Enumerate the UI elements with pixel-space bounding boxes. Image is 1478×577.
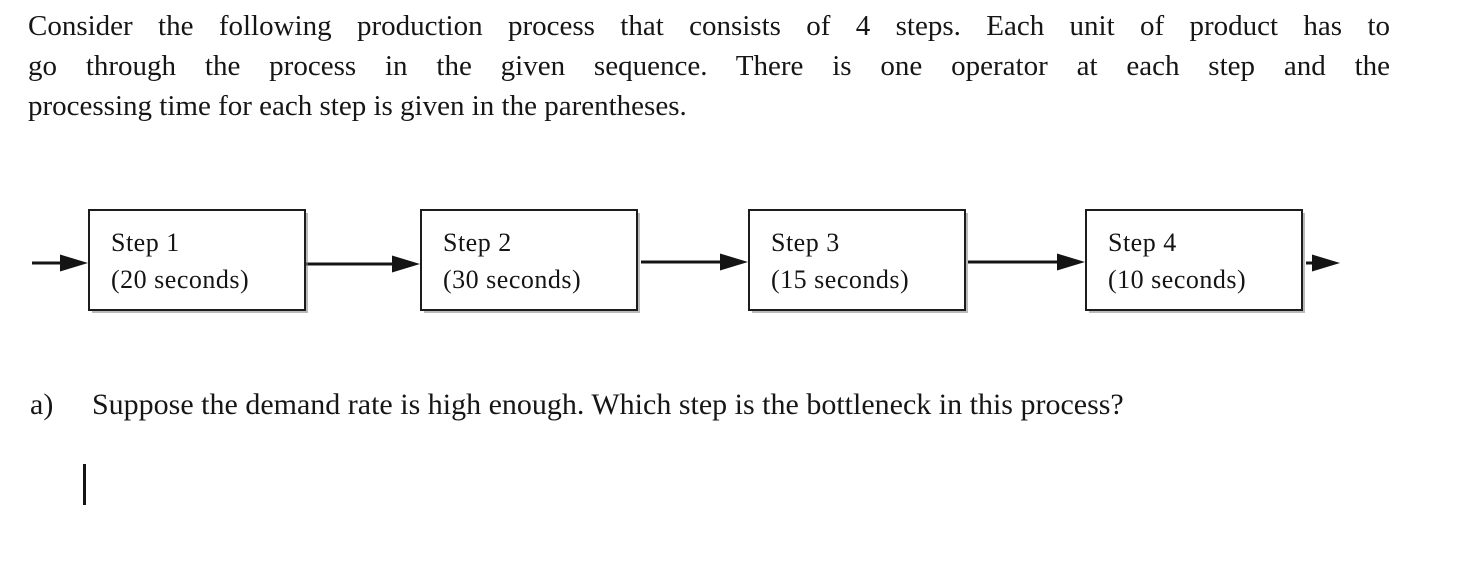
step-box-3: Step 3 (15 seconds) (748, 209, 966, 311)
paragraph-line-1: Consider the following production proces… (28, 10, 1390, 42)
step-box-4: Step 4 (10 seconds) (1085, 209, 1303, 311)
step-processing-time: (20 seconds) (111, 265, 250, 294)
step-title: Step 1 (111, 228, 180, 257)
step-title: Step 4 (1108, 228, 1177, 257)
step-title: Step 3 (771, 228, 840, 257)
flow-arrow-step2-step3 (641, 253, 748, 271)
flow-arrow-inbound (32, 254, 88, 272)
step-title: Step 2 (443, 228, 512, 257)
flow-arrow-step3-step4 (968, 253, 1085, 271)
paragraph-line-3: processing time for each step is given i… (28, 90, 687, 122)
question-marker: a) (30, 388, 54, 421)
step-box-2: Step 2 (30 seconds) (420, 209, 638, 311)
step-processing-time: (10 seconds) (1108, 265, 1247, 294)
step-box-1: Step 1 (20 seconds) (88, 209, 306, 311)
flow-arrow-outbound (1306, 254, 1340, 272)
question-text: Suppose the demand rate is high enough. … (92, 388, 1124, 421)
step-processing-time: (15 seconds) (771, 265, 910, 294)
text-cursor-caret (83, 464, 86, 505)
problem-statement: Consider the following production proces… (28, 6, 1390, 126)
flow-arrow-step1-step2 (306, 255, 420, 273)
step-processing-time: (30 seconds) (443, 265, 582, 294)
paragraph-line-2: go through the process in the given sequ… (28, 50, 1390, 82)
question-a: a) Suppose the demand rate is high enough… (30, 386, 1430, 424)
